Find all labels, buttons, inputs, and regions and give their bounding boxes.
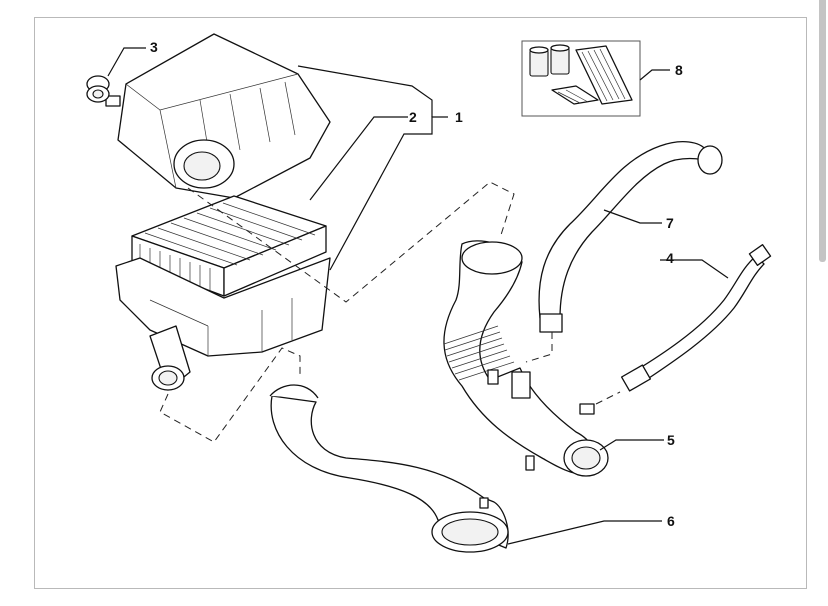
callout-5: 5 (667, 432, 675, 448)
callout-2: 2 (409, 109, 417, 125)
callout-3: 3 (150, 39, 158, 55)
callout-4: 4 (666, 250, 674, 266)
airbox-cover (105, 33, 331, 199)
air-filter-element (131, 195, 327, 297)
scrollbar[interactable] (816, 0, 828, 606)
leader-lines (107, 47, 729, 545)
grommet (86, 75, 110, 103)
scrollbar-thumb[interactable] (819, 0, 826, 262)
filter-kit-inset (521, 40, 641, 117)
intake-hose-lower (269, 384, 509, 553)
callout-numbers: 1 2 3 4 5 6 7 8 (150, 39, 683, 529)
small-pipe (620, 244, 772, 392)
assembly-dashed-lines (159, 181, 621, 443)
breather-hose (538, 140, 723, 333)
callout-6: 6 (667, 513, 675, 529)
intake-duct-corrugated (443, 240, 609, 477)
callout-7: 7 (666, 215, 674, 231)
callout-1: 1 (455, 109, 463, 125)
airbox-lower-housing (115, 257, 331, 391)
callout-8: 8 (675, 62, 683, 78)
